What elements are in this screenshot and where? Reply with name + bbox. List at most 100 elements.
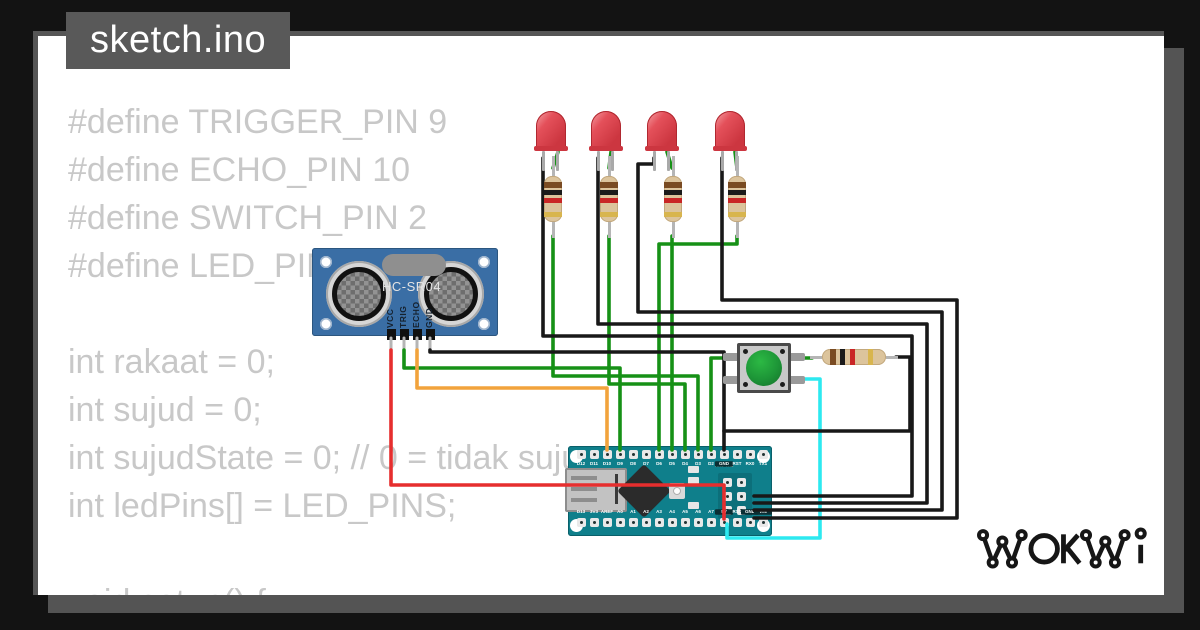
nano-pin[interactable] — [667, 450, 677, 459]
nano-pin[interactable] — [693, 450, 703, 459]
nano-pin[interactable] — [719, 518, 729, 527]
nano-pin[interactable] — [654, 450, 664, 459]
sensor-pin[interactable] — [425, 329, 435, 340]
smd-component — [688, 502, 699, 509]
nano-pin[interactable] — [723, 478, 732, 487]
wire-echo-to-d10 — [415, 348, 609, 452]
sensor-pin[interactable] — [412, 329, 422, 340]
nano-pin[interactable] — [654, 518, 664, 527]
smd-component — [688, 477, 699, 484]
nano-pin[interactable] — [680, 450, 690, 459]
resistor-1[interactable] — [544, 156, 562, 238]
file-tab-label: sketch.ino — [90, 19, 267, 61]
button-cap[interactable] — [746, 350, 782, 386]
led-1[interactable] — [534, 111, 568, 171]
nano-pin-label: D9 — [617, 461, 623, 467]
nano-pin[interactable] — [758, 450, 768, 459]
nano-pin[interactable] — [745, 518, 755, 527]
nano-pin-label: D8 — [630, 461, 636, 467]
nano-pin[interactable] — [732, 450, 742, 459]
code-line: #define LED_PIN — [68, 247, 331, 285]
nano-pin-label: D10 — [602, 461, 612, 467]
led-3[interactable] — [645, 111, 679, 171]
nano-pin[interactable] — [641, 518, 651, 527]
nano-pin-label: A7 — [708, 509, 714, 515]
wire-vcc-to-5v — [389, 348, 726, 521]
sensor-pin[interactable] — [386, 329, 396, 340]
nano-pin-label: A2 — [643, 509, 649, 515]
nano-pin-label: A5 — [682, 509, 688, 515]
nano-pin[interactable] — [589, 450, 599, 459]
sensor-title: HC-SR04 — [382, 279, 442, 294]
nano-pin[interactable] — [602, 450, 612, 459]
nano-pin-label: A1 — [630, 509, 636, 515]
wire-res1-to-d3 — [551, 234, 700, 452]
nano-pin[interactable] — [758, 518, 768, 527]
code-line: int rakaat = 0; — [68, 343, 275, 381]
wire-res2-to-d4 — [607, 234, 687, 452]
nano-pin[interactable] — [615, 450, 625, 459]
nano-pin-label: VIN — [754, 509, 772, 515]
nano-pin[interactable] — [628, 450, 638, 459]
resistor-4[interactable] — [728, 156, 746, 238]
pushbutton[interactable] — [723, 343, 805, 393]
nano-pin[interactable] — [737, 478, 746, 487]
nano-pin[interactable] — [706, 518, 716, 527]
code-line: int sujudState = 0; // 0 = tidak suju — [68, 439, 581, 477]
nano-pin[interactable] — [641, 450, 651, 459]
nano-pin[interactable] — [680, 518, 690, 527]
nano-pin-label: D3 — [695, 461, 701, 467]
nano-pin-label: A4 — [669, 509, 675, 515]
nano-pin-label: D2 — [708, 461, 714, 467]
arduino-nano[interactable]: RX0 TX1 D12D11D10D9D8D7D6D5D4D3D2GNDRSTR… — [565, 446, 772, 536]
nano-pin-label: D5 — [669, 461, 675, 467]
nano-pin-label: D13 — [576, 509, 586, 515]
mount-hole — [478, 318, 490, 330]
resistor-5[interactable] — [810, 349, 898, 365]
led-4[interactable] — [713, 111, 747, 171]
nano-pin-label: D4 — [682, 461, 688, 467]
nano-pin-label: D11 — [589, 461, 599, 467]
nano-pin[interactable] — [723, 492, 732, 501]
nano-pin[interactable] — [745, 450, 755, 459]
wire-led4-gnd — [720, 156, 959, 520]
mount-hole — [478, 256, 490, 268]
crystal-oscillator — [382, 254, 446, 276]
mount-hole — [320, 318, 332, 330]
resistor-2[interactable] — [600, 156, 618, 238]
wire-led3-gnd — [636, 156, 944, 512]
nano-pin-label: GND — [715, 461, 733, 467]
resistor-3[interactable] — [664, 156, 682, 238]
file-tab[interactable]: sketch.ino — [66, 12, 291, 69]
nano-pin[interactable] — [576, 450, 586, 459]
sensor-pin-stubs — [389, 336, 432, 354]
nano-pin[interactable] — [628, 518, 638, 527]
nano-pin-label: AREF — [600, 509, 614, 515]
nano-pin-label: 3V3 — [589, 509, 599, 515]
nano-pin-label: GND — [741, 509, 759, 515]
nano-pin[interactable] — [737, 492, 746, 501]
nano-pin[interactable] — [667, 518, 677, 527]
nano-pin-label: RX0 — [745, 461, 755, 467]
wire-res4-to-d6 — [657, 234, 739, 452]
nano-pin[interactable] — [615, 518, 625, 527]
canvas-shadow-right — [1164, 48, 1184, 613]
nano-pin-label: D7 — [643, 461, 649, 467]
nano-pin[interactable] — [693, 518, 703, 527]
sensor-pin[interactable] — [399, 329, 409, 340]
nano-pin[interactable] — [602, 518, 612, 527]
reset-button[interactable] — [669, 483, 685, 499]
wire-led1-gnd — [541, 156, 914, 498]
nano-pin[interactable] — [706, 450, 716, 459]
code-line-clipped: void setup() { — [68, 583, 266, 595]
nano-pin[interactable] — [719, 450, 729, 459]
code-line: int sujud = 0; — [68, 391, 262, 429]
nano-pin[interactable] — [732, 518, 742, 527]
nano-pin[interactable] — [589, 518, 599, 527]
led-2[interactable] — [589, 111, 623, 171]
nano-pin[interactable] — [576, 518, 586, 527]
nano-pin-label: A3 — [656, 509, 662, 515]
